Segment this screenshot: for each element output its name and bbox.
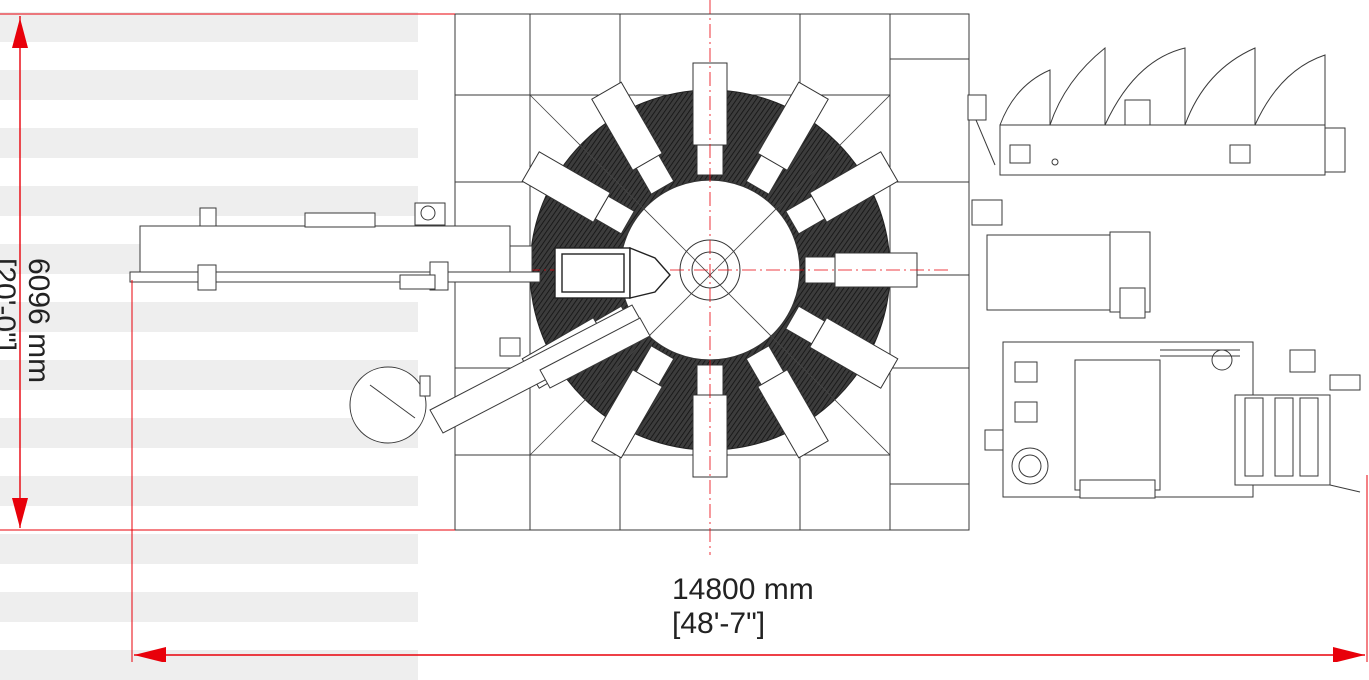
- dimension-lines: [0, 13, 1368, 662]
- carousel-arm: [521, 151, 635, 235]
- stripe: [0, 418, 418, 448]
- carousel-arm: [591, 81, 675, 195]
- stripe: [0, 476, 418, 506]
- inclined-conveyor: [349, 304, 651, 444]
- right-equipment: [967, 46, 1361, 499]
- loading-conveyor: [129, 202, 541, 291]
- stripe: [0, 592, 418, 622]
- loading-station: [554, 246, 671, 299]
- width-imperial: [48'-7"]: [672, 607, 766, 640]
- carousel-arm: [785, 305, 899, 389]
- stripe: [0, 534, 418, 564]
- width-mm: 14800 mm: [672, 573, 814, 606]
- carousel-arm: [745, 81, 829, 195]
- stripe: [0, 302, 418, 332]
- carousel-arm: [785, 151, 899, 235]
- carousel-arm: [745, 345, 829, 459]
- width-dimension-label: 14800 mm [48'-7"]: [672, 573, 814, 641]
- height-mm: 6096 mm: [22, 258, 55, 384]
- stripe: [0, 70, 418, 100]
- stripe: [0, 360, 418, 390]
- machine-plan-drawing: [0, 0, 1368, 662]
- height-imperial: [20'-0"]: [0, 258, 21, 352]
- height-dimension-label: 6096 mm [20'-0"]: [0, 258, 55, 383]
- stripe: [0, 128, 418, 158]
- dimension-arrows: [12, 18, 1365, 662]
- carousel-arm: [591, 345, 675, 459]
- stripe: [0, 12, 418, 42]
- center-lines: [430, 0, 950, 555]
